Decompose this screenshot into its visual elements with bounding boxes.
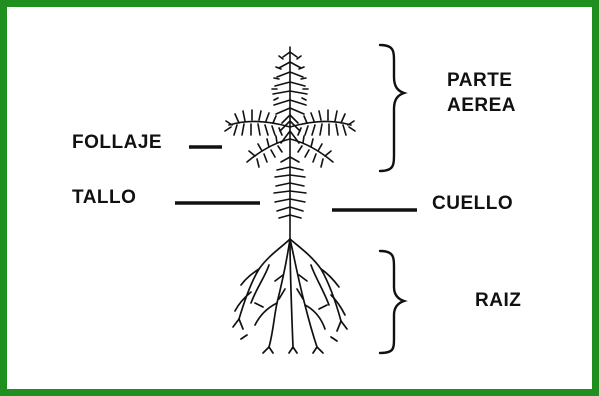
plant-illustration	[225, 47, 355, 353]
curly-brace-icon	[380, 45, 404, 171]
roots	[233, 239, 347, 353]
label-raiz: RAIZ	[475, 290, 521, 311]
label-follaje: FOLLAJE	[72, 132, 162, 153]
plant-parts-diagram: PARTE AEREA FOLLAJE TALLO CUELLO RAIZ	[7, 7, 592, 389]
labels: PARTE AEREA FOLLAJE TALLO CUELLO RAIZ	[72, 70, 521, 311]
label-cuello: CUELLO	[432, 193, 513, 214]
braces	[380, 45, 404, 353]
label-parte-aerea-line1: PARTE	[447, 70, 512, 91]
label-tallo: TALLO	[72, 187, 136, 208]
label-parte-aerea-line2: AEREA	[447, 95, 516, 116]
curly-brace-icon	[380, 251, 404, 353]
